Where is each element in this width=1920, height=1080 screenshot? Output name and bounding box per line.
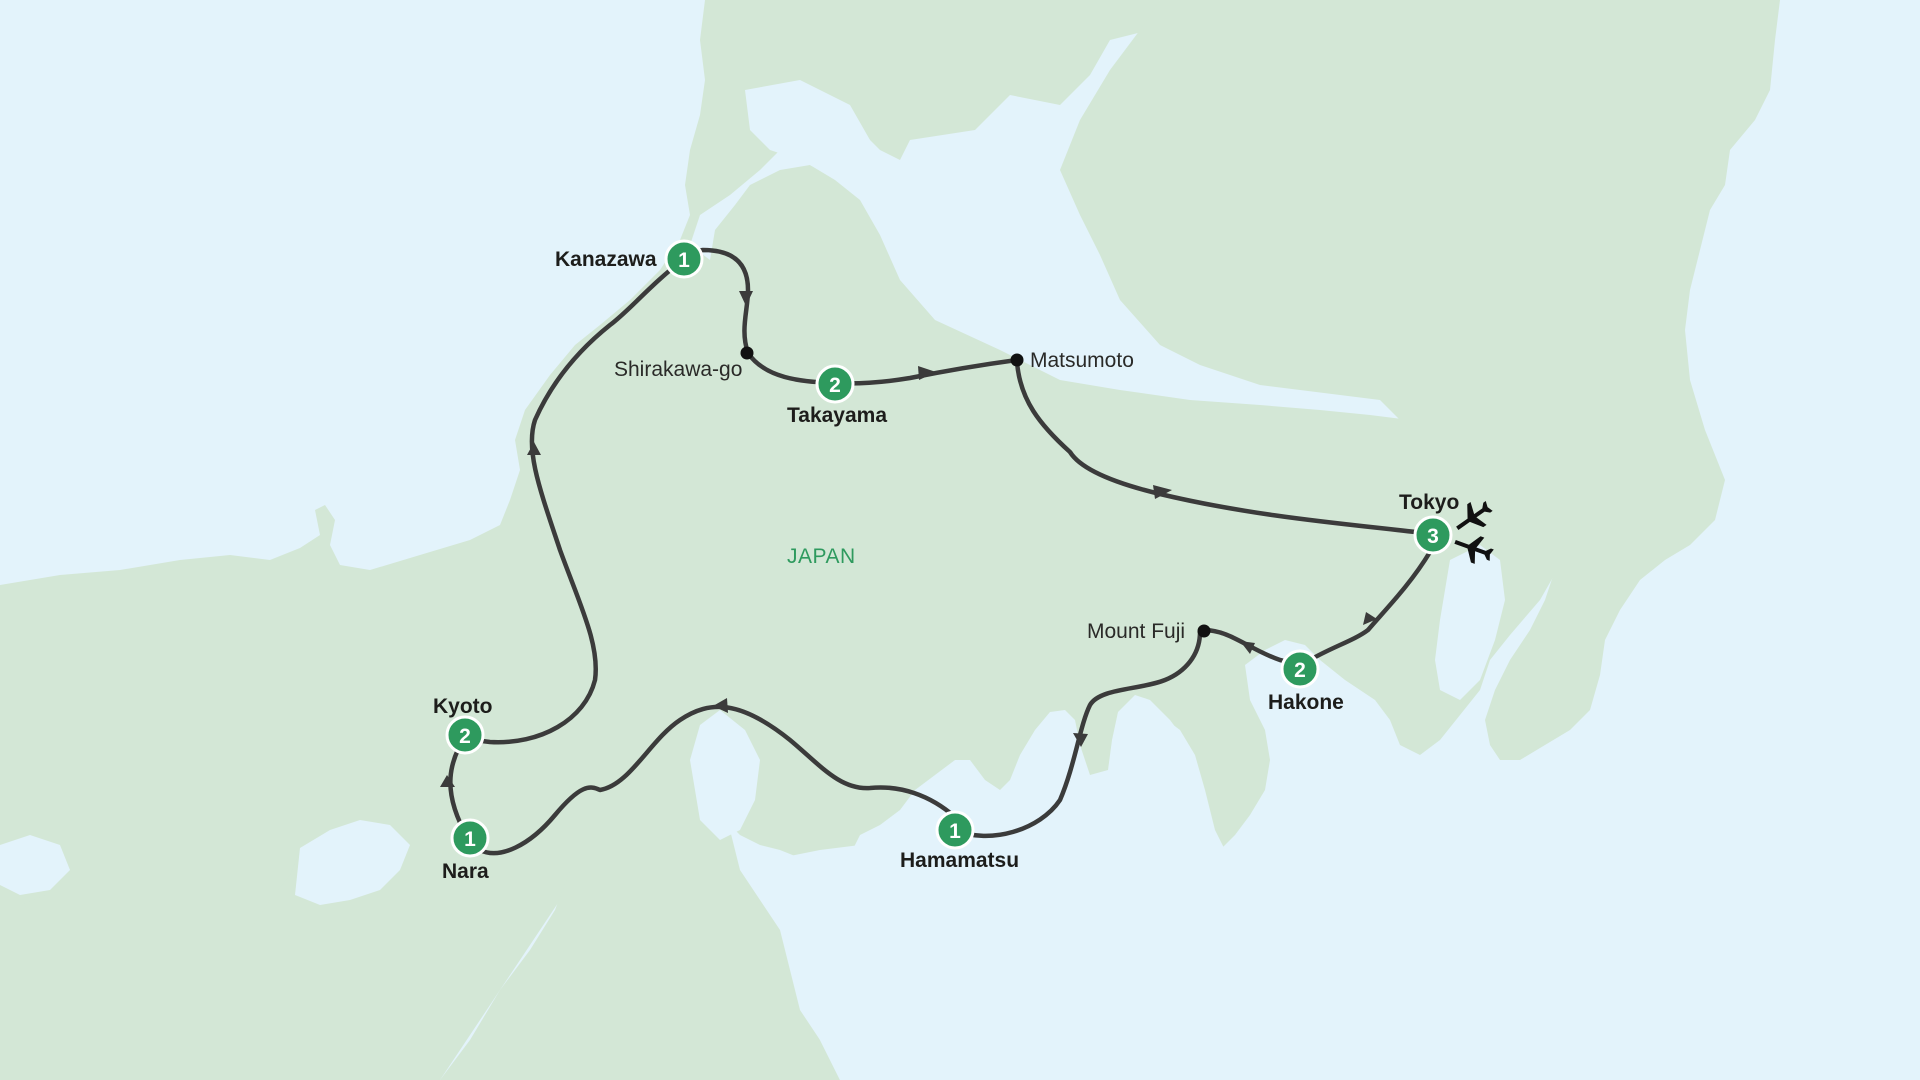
stop-label-tokyo: Tokyo xyxy=(1399,491,1459,514)
route-hamamatsu-fuji xyxy=(952,629,1203,839)
sea-ise-bay xyxy=(690,710,760,840)
waypoint-dot-mount-fuji[interactable] xyxy=(1197,624,1211,638)
arrow-marker xyxy=(1153,485,1172,499)
sea-west-inlet xyxy=(0,835,70,895)
stop-marker-hakone[interactable]: 2 xyxy=(1280,649,1320,689)
arrow-marker xyxy=(713,698,728,713)
route-arrows xyxy=(440,291,1377,787)
stop-label-takayama: Takayama xyxy=(787,404,887,427)
land-kii-peninsula xyxy=(440,745,840,1080)
route-tokyo-matsumoto xyxy=(1014,359,1435,537)
stop-nights: 3 xyxy=(1427,525,1439,548)
stop-circle xyxy=(1280,649,1320,689)
stop-nights: 1 xyxy=(464,828,476,851)
stop-nights: 2 xyxy=(1294,659,1306,682)
stop-circle xyxy=(445,715,485,755)
waypoints xyxy=(740,346,1211,638)
stop-markers: 1 2 3 2 1 2 1 xyxy=(445,239,1453,858)
stop-nights: 1 xyxy=(678,249,690,272)
route-matsumoto-takayama xyxy=(832,357,1020,386)
arrow-marker xyxy=(1363,612,1377,625)
arrow-marker xyxy=(1240,641,1255,654)
stop-label-hamamatsu: Hamamatsu xyxy=(900,849,1019,872)
route-nara-hamamatsu xyxy=(477,704,958,856)
land-west-island xyxy=(0,810,300,1080)
land-honshu xyxy=(0,0,1575,1080)
stop-marker-tokyo[interactable]: 3 xyxy=(1413,515,1453,555)
stop-nights: 1 xyxy=(949,820,961,843)
stop-circle xyxy=(1413,515,1453,555)
stop-circle xyxy=(664,239,704,279)
airplane-icon xyxy=(1456,501,1493,530)
route-shirakawago-kanazawa xyxy=(681,247,751,356)
arrow-marker xyxy=(527,442,541,455)
country-label: JAPAN xyxy=(787,545,856,568)
stop-label-hakone: Hakone xyxy=(1268,691,1344,714)
airplane-icon xyxy=(1454,536,1494,564)
stop-circle xyxy=(815,364,855,404)
land-small-island xyxy=(20,895,65,930)
stop-nights: 2 xyxy=(829,374,841,397)
waypoint-dot-shirakawago[interactable] xyxy=(740,346,754,360)
stop-label-nara: Nara xyxy=(442,860,489,883)
waypoint-label-matsumoto: Matsumoto xyxy=(1030,349,1134,372)
waypoint-dot-matsumoto[interactable] xyxy=(1010,353,1024,367)
arrow-marker xyxy=(1073,733,1088,747)
waypoint-label-shirakawago: Shirakawa-go xyxy=(614,358,742,381)
stop-label-kyoto: Kyoto xyxy=(433,695,493,718)
stop-marker-kyoto[interactable]: 2 xyxy=(445,715,485,755)
stop-nights: 2 xyxy=(459,725,471,748)
arrow-marker xyxy=(739,291,753,306)
stop-circle xyxy=(935,810,975,850)
arrow-marker xyxy=(440,775,455,787)
sea-noto-bay xyxy=(745,80,870,175)
arrow-marker xyxy=(918,366,936,380)
stop-label-kanazawa: Kanazawa xyxy=(555,248,657,271)
stop-marker-nara[interactable]: 1 xyxy=(450,818,490,858)
route-kanazawa-kyoto xyxy=(463,256,687,745)
sea-tokyo-bay xyxy=(1435,545,1505,700)
stop-marker-kanazawa[interactable]: 1 xyxy=(664,239,704,279)
stop-marker-hamamatsu[interactable]: 1 xyxy=(935,810,975,850)
route-hakone-tokyo xyxy=(1307,549,1433,663)
sea-osaka-bay xyxy=(295,820,410,905)
stop-marker-takayama[interactable]: 2 xyxy=(815,364,855,404)
land-northeast xyxy=(1060,0,1780,760)
waypoint-label-mount-fuji: Mount Fuji xyxy=(1087,620,1185,643)
stop-circle xyxy=(450,818,490,858)
